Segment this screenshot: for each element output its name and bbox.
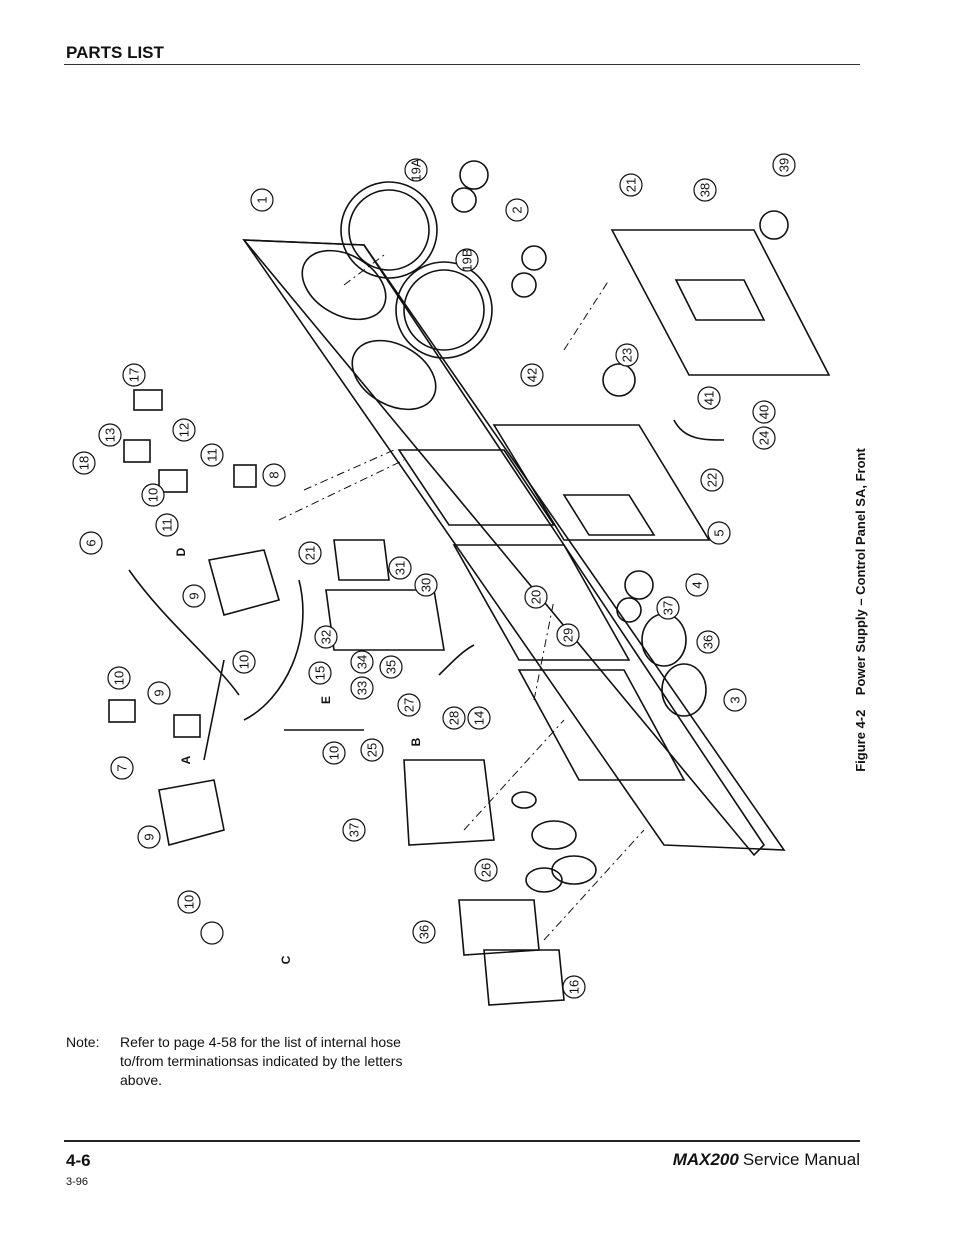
- callout-10: 10: [112, 671, 127, 685]
- callout-5: 5: [712, 529, 727, 536]
- callout-6: 6: [84, 539, 99, 546]
- callout-21: 21: [303, 546, 318, 560]
- callout-42: 42: [525, 368, 540, 382]
- callout-30: 30: [419, 578, 434, 592]
- callout-10: 10: [237, 655, 252, 669]
- switch-37: [458, 899, 540, 956]
- callout-17: 17: [127, 368, 142, 382]
- header-rule: [64, 64, 860, 65]
- callout-12: 12: [177, 423, 192, 437]
- callout-39: 39: [777, 158, 792, 172]
- note-text: Refer to page 4-58 for the list of inter…: [120, 1034, 403, 1088]
- callout-33: 33: [355, 681, 370, 695]
- hose-letter-d: D: [174, 547, 188, 556]
- callout-22: 22: [705, 473, 720, 487]
- plate-38: [610, 229, 831, 376]
- page-number: 4-6: [66, 1151, 91, 1170]
- callout-13: 13: [103, 428, 118, 442]
- callout-36: 36: [701, 635, 716, 649]
- callout-37: 37: [661, 601, 676, 615]
- callout-14: 14: [472, 711, 487, 725]
- manifold-6: [207, 549, 281, 616]
- callout-19B: 19B: [460, 248, 475, 271]
- hose-letter-labels: A B C D E: [174, 547, 423, 964]
- callout-34: 34: [355, 655, 370, 669]
- callout-27: 27: [402, 698, 417, 712]
- callout-10: 10: [327, 746, 342, 760]
- switch-26: [403, 759, 495, 846]
- callout-37: 37: [347, 823, 362, 837]
- callout-8: 8: [267, 471, 282, 478]
- callout-26: 26: [479, 863, 494, 877]
- callout-11: 11: [160, 518, 175, 532]
- callout-7: 7: [115, 764, 130, 771]
- callout-32: 32: [319, 630, 334, 644]
- callout-21: 21: [624, 178, 639, 192]
- section-title: PARTS LIST: [66, 43, 164, 62]
- caption-title: Power Supply – Control Panel SA, Front: [853, 448, 868, 696]
- callout-18: 18: [77, 456, 92, 470]
- callout-19A: 19A: [409, 158, 424, 181]
- callout-38: 38: [698, 183, 713, 197]
- callout-40: 40: [757, 405, 772, 419]
- callout-15: 15: [313, 666, 328, 680]
- callout-25: 25: [365, 743, 380, 757]
- caption-number: Figure 4-2: [853, 709, 868, 772]
- callout-9: 9: [187, 592, 202, 599]
- callout-4: 4: [690, 581, 705, 588]
- callout-28: 28: [447, 711, 462, 725]
- hose-letter-a: A: [179, 755, 193, 764]
- callout-31: 31: [393, 561, 408, 575]
- gauge-19a: [340, 181, 438, 279]
- plate-22: [492, 424, 711, 541]
- footer-rule: [64, 1140, 860, 1142]
- callout-10: 10: [146, 488, 161, 502]
- manual-name: Service Manual: [742, 1150, 860, 1169]
- callout-9: 9: [142, 833, 157, 840]
- callout-10: 10: [182, 895, 197, 909]
- diagram-svg: 119A219B21383923424140242254373632920303…: [72, 153, 831, 1006]
- callout-1: 1: [255, 196, 270, 203]
- figure-caption: Figure 4-2 Power Supply – Control Panel …: [853, 448, 868, 772]
- callout-24: 24: [757, 431, 772, 445]
- front-panel: [242, 239, 766, 857]
- callout-3: 3: [728, 696, 743, 703]
- hose-letter-e: E: [319, 696, 333, 704]
- callout-9: 9: [152, 689, 167, 696]
- front-panel-outline: [242, 239, 786, 851]
- callout-16: 16: [567, 980, 582, 994]
- callout-36: 36: [417, 925, 432, 939]
- switch-36: [483, 949, 565, 1006]
- date-code: 3-96: [66, 1176, 89, 1188]
- callout-11: 11: [205, 448, 220, 462]
- hose-letter-b: B: [409, 737, 423, 746]
- callout-29: 29: [561, 628, 576, 642]
- product-name: MAX200: [672, 1150, 739, 1169]
- gauge-19b: [395, 261, 493, 359]
- manifold-7: [158, 779, 225, 847]
- callout-23: 23: [620, 348, 635, 362]
- hose-letter-c: C: [279, 955, 293, 964]
- note-label: Note:: [66, 1034, 100, 1050]
- callout-41: 41: [702, 391, 717, 405]
- callout-35: 35: [384, 660, 399, 674]
- callout-20: 20: [529, 590, 544, 604]
- callout-2: 2: [510, 206, 525, 213]
